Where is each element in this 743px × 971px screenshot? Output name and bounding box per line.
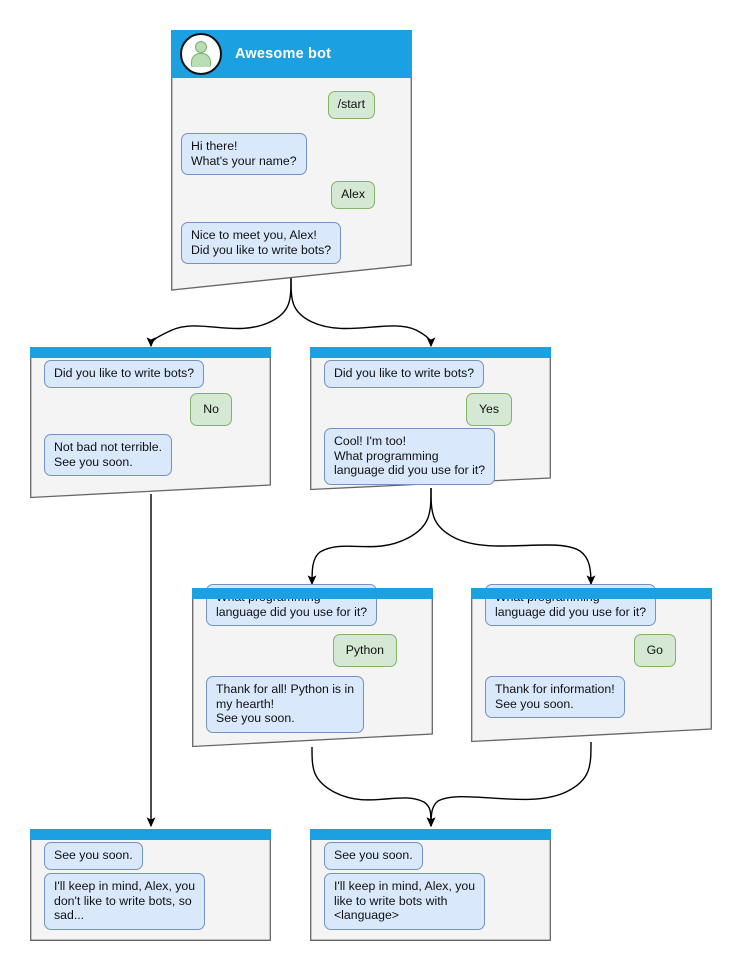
edge-yes-to-python [307,487,432,586]
chat-card-go-branch[interactable]: What programming language did you use fo… [471,584,712,743]
message-bubble-user: No [190,393,232,426]
card-header-bar [310,829,551,840]
message-bubble-bot: Thank for all! Python is in my hearth! S… [206,676,365,733]
card-header-bar [192,588,433,599]
message-bubble-bot: Cool! I'm too! What programming language… [324,428,496,485]
message-bubble-bot: See you soon. [324,842,423,870]
chat-card-no-branch[interactable]: Did you like to write bots? No Not bad n… [30,347,271,499]
message-bubble-bot: Not bad not terrible. See you soon. [44,434,173,477]
chat-card-end-happy[interactable]: See you soon. I'll keep in mind, Alex, y… [310,829,551,941]
message-bubble-bot: Hi there! What's your name? [181,133,307,176]
edge-go-to-end-happy [426,741,592,828]
bot-name-label: Awesome bot [235,46,332,62]
message-bubble-bot: See you soon. [44,842,143,870]
card-header-root: Awesome bot [171,30,412,78]
person-avatar-icon [180,33,222,75]
chat-card-end-sad[interactable]: See you soon. I'll keep in mind, Alex, y… [30,829,271,941]
message-bubble-user: Python [332,634,397,667]
message-bubble-bot: Did you like to write bots? [44,360,205,388]
message-bubble-bot: Nice to meet you, Alex! Did you like to … [181,222,342,265]
edge-yes-to-go [430,487,596,586]
card-header-bar [30,347,271,358]
card-header-bar [310,347,551,358]
message-bubble-bot: Thank for information! See you soon. [485,676,625,719]
message-bubble-user: Yes [465,393,512,426]
message-bubble-user: Go [633,634,676,667]
chat-card-root[interactable]: Awesome bot /start Hi there! What's your… [171,30,412,292]
chat-card-yes-branch[interactable]: Did you like to write bots? Yes Cool! I'… [310,347,551,491]
message-bubble-bot: Did you like to write bots? [324,360,485,388]
edge-python-to-end-happy [311,746,436,828]
message-bubble-user: /start [327,91,375,119]
message-bubble-bot: I'll keep in mind, Alex, you don't like … [44,873,206,930]
card-header-bar [471,588,712,599]
card-header-bar [30,829,271,840]
message-bubble-user: Alex [331,181,375,209]
chat-card-python-branch[interactable]: What programming language did you use fo… [192,584,433,748]
message-bubble-bot: I'll keep in mind, Alex, you like to wri… [324,873,486,930]
